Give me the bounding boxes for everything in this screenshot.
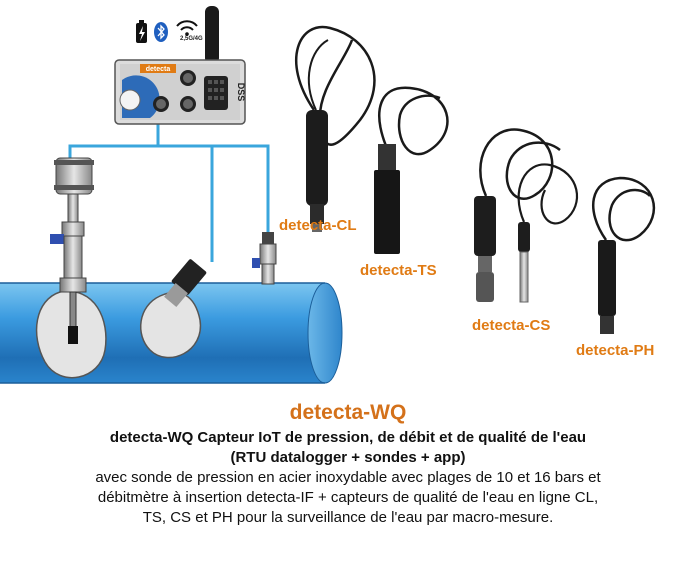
probe-ts <box>374 86 449 254</box>
rtu-datalogger: detecta DSS <box>114 6 246 125</box>
insertion-flowmeter <box>50 157 94 344</box>
product-figure: detecta DSS <box>0 6 656 384</box>
probe-ph <box>591 176 656 334</box>
caption-subtitle-line2: (RTU datalogger + sondes + app) <box>230 449 466 466</box>
caption-subtitle: detecta-WQ Capteur IoT de pression, de d… <box>88 428 608 468</box>
label-detecta-cl: detecta-CL <box>279 217 357 234</box>
label-detecta-ph: detecta-PH <box>576 342 655 359</box>
caption-subtitle-line1: detecta-WQ Capteur IoT de pression, de d… <box>109 429 587 446</box>
pressure-sensor <box>252 232 277 285</box>
caption-title: detecta-WQ <box>289 401 407 424</box>
battery-charging-icon <box>136 20 147 43</box>
bluetooth-icon <box>154 22 168 42</box>
probe-cs <box>474 128 579 303</box>
device-brand: detecta <box>146 66 171 73</box>
label-detecta-ts: detecta-TS <box>360 262 437 279</box>
inline-sensor <box>164 259 207 308</box>
antenna <box>205 6 219 64</box>
caption: detecta-WQ detecta-WQ Capteur IoT de pre… <box>0 400 696 528</box>
wifi-icon <box>176 20 198 36</box>
pipe-cutaway-right <box>140 291 202 359</box>
label-detecta-cs: detecta-CS <box>472 317 551 334</box>
status-icons: 2,5G/4G <box>133 14 203 48</box>
product-illustration: detecta DSS <box>0 6 656 384</box>
probe-cl <box>295 25 376 232</box>
network-label: 2,5G/4G <box>180 36 203 42</box>
caption-description: avec sonde de pression en acier inoxydab… <box>95 469 601 526</box>
device-cables <box>68 123 270 262</box>
device-side-text: DSS <box>236 83 246 102</box>
